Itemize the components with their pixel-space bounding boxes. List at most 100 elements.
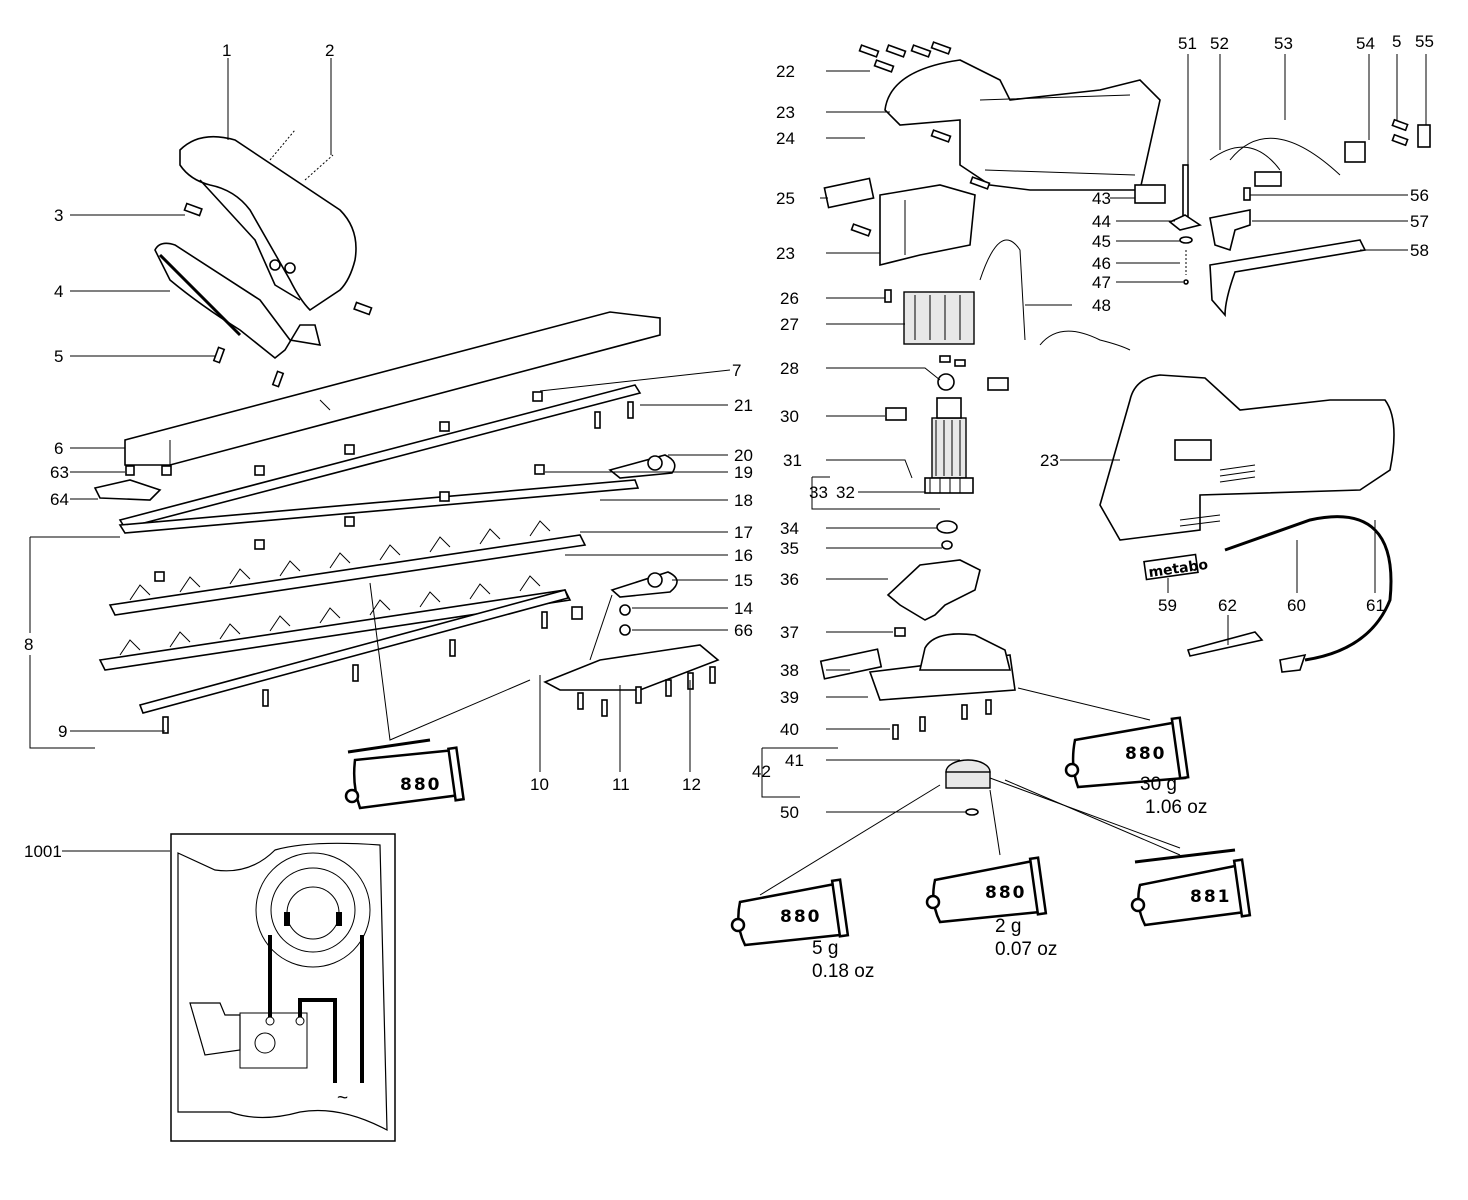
eccentric-part xyxy=(608,454,678,636)
tube-code: 880 xyxy=(1125,744,1167,764)
wiring-part xyxy=(1209,118,1431,201)
callout-48: 48 xyxy=(1092,296,1111,315)
callout-60: 60 xyxy=(1287,596,1306,615)
allen-key-part xyxy=(1186,631,1264,657)
callout-46: 46 xyxy=(1092,254,1111,273)
wiring-diagram: 1001 ~ xyxy=(24,833,396,1142)
switch-part xyxy=(1134,164,1202,285)
callout-42: 42 xyxy=(752,762,771,781)
power-cord-part xyxy=(1224,515,1393,673)
callout-44: 44 xyxy=(1092,212,1111,231)
tube-code: 881 xyxy=(1190,887,1232,907)
tube-code: 880 xyxy=(780,907,822,927)
callout-26: 26 xyxy=(780,289,799,308)
leader-lines xyxy=(29,58,731,772)
callout-53: 53 xyxy=(1274,34,1293,53)
callout-40: 40 xyxy=(780,720,799,739)
callout-12: 12 xyxy=(682,775,701,794)
nut-part xyxy=(93,391,545,582)
brand-badge: metabo xyxy=(1143,553,1209,581)
callout-3: 3 xyxy=(54,206,63,225)
callout-11: 11 xyxy=(612,775,630,794)
callout-50: 50 xyxy=(780,803,799,822)
callout-20: 20 xyxy=(734,446,753,465)
tube-qty-oz: 0.07 oz xyxy=(995,939,1057,960)
callout-41: 41 xyxy=(785,751,804,770)
callout-4: 4 xyxy=(54,282,63,301)
callout-6: 6 xyxy=(54,439,63,458)
tube-code: 880 xyxy=(985,883,1027,903)
callout-23: 23 xyxy=(776,244,795,263)
callout-14: 14 xyxy=(734,599,753,618)
gear-plate-part xyxy=(543,644,720,691)
callout-2: 2 xyxy=(325,41,334,60)
callout-10: 10 xyxy=(530,775,549,794)
cutting-blade-upper xyxy=(108,520,587,616)
callout-16: 16 xyxy=(734,546,753,565)
ac-symbol: ~ xyxy=(337,1088,348,1109)
gear-housing-part xyxy=(868,627,1016,701)
housing-half-upper xyxy=(884,59,1161,191)
gear-part xyxy=(945,759,991,816)
callout-33: 33 xyxy=(809,483,828,502)
tube-qty-oz: 0.18 oz xyxy=(812,961,874,982)
callout-54: 54 xyxy=(1356,34,1375,53)
callout-24: 24 xyxy=(776,129,795,148)
callout-52: 52 xyxy=(1210,34,1229,53)
label-plate-part xyxy=(823,177,875,209)
callout-21: 21 xyxy=(734,396,753,415)
brush-holder-part xyxy=(885,355,1009,421)
callout-62: 62 xyxy=(1218,596,1237,615)
callout-34: 34 xyxy=(780,519,799,538)
callout-1001: 1001 xyxy=(24,842,62,861)
callout-5: 5 xyxy=(1392,32,1401,51)
callout-8: 8 xyxy=(24,635,33,654)
callout-63: 63 xyxy=(50,463,69,482)
callout-27: 27 xyxy=(780,315,799,334)
field-coil-part xyxy=(884,289,975,345)
callout-5: 5 xyxy=(54,347,63,366)
callout-labels-right: 22 23 24 25 23 26 27 28 30 31 33 32 34 3… xyxy=(752,32,1434,822)
hand-guard-part xyxy=(154,242,322,360)
callout-58: 58 xyxy=(1410,241,1429,260)
motor-housing-part xyxy=(1099,374,1395,541)
trigger-part xyxy=(1209,209,1251,252)
callout-7: 7 xyxy=(732,361,741,380)
spring-part xyxy=(269,129,334,181)
callout-28: 28 xyxy=(780,359,799,378)
front-handle-part xyxy=(179,135,357,312)
bearing-part xyxy=(936,520,958,550)
callout-36: 36 xyxy=(780,570,799,589)
callout-18: 18 xyxy=(734,491,753,510)
gear-housing-cover-part xyxy=(886,559,981,621)
blade-bar-part xyxy=(118,384,642,534)
lubricant-tube: 880 5 g 0.18 oz xyxy=(730,878,874,982)
leader-lines xyxy=(759,54,1427,896)
label-plate-part xyxy=(819,648,883,680)
callout-45: 45 xyxy=(1092,232,1111,251)
screw-part xyxy=(850,41,992,740)
callout-25: 25 xyxy=(776,189,795,208)
callout-23: 23 xyxy=(776,103,795,122)
callout-22: 22 xyxy=(776,62,795,81)
cutting-blade-lower xyxy=(98,575,572,671)
callout-64: 64 xyxy=(50,490,69,509)
callout-38: 38 xyxy=(780,661,799,680)
screw-part xyxy=(162,401,716,734)
callout-56: 56 xyxy=(1410,186,1429,205)
cable-part xyxy=(979,239,1131,351)
callout-19: 19 xyxy=(734,463,753,482)
tube-qty-oz: 1.06 oz xyxy=(1145,797,1207,818)
tube-qty-g: 2 g xyxy=(995,916,1021,937)
screw-part xyxy=(183,202,373,388)
callout-9: 9 xyxy=(58,722,67,741)
callout-32: 32 xyxy=(836,483,855,502)
callout-labels-left: 1 2 3 4 5 6 7 8 9 10 11 12 14 15 16 17 1… xyxy=(24,41,753,794)
tube-code: 880 xyxy=(400,775,442,795)
tube-qty-g: 5 g xyxy=(812,938,838,959)
guide-rail-part xyxy=(138,589,570,714)
lubricant-tube: 880 xyxy=(344,738,465,810)
callout-55: 55 xyxy=(1415,32,1434,51)
callout-47: 47 xyxy=(1092,273,1111,292)
